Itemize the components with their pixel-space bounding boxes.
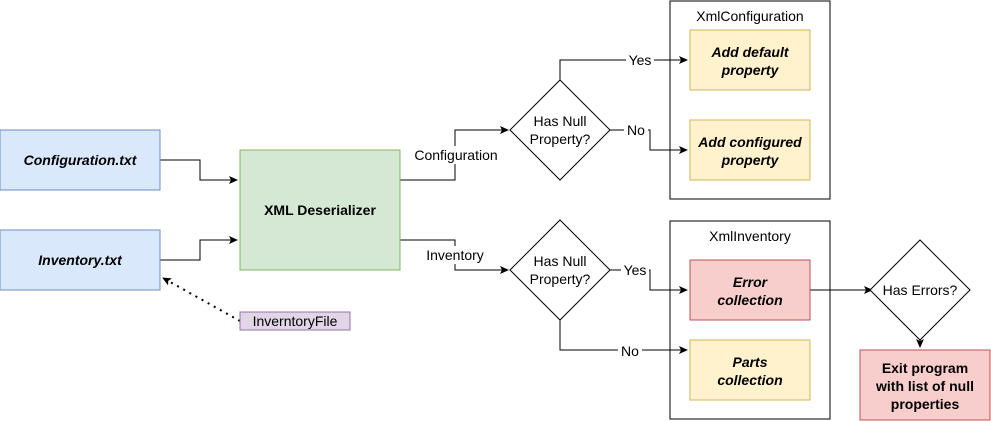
error-collection-line2: collection [717,292,782,308]
decision-inventory-line2: Property? [530,271,591,287]
exit-program-line3: properties [891,396,960,412]
decision-inventory [509,219,611,321]
inventory-file-note [239,311,351,331]
inventory-file-label: InverntoryFile [253,313,338,329]
decision-config-line1: Has Null [534,113,587,129]
edge-inventory-to-deserializer [160,236,238,261]
add-configured-property-line1: Add configured [697,134,802,150]
error-collection-line1: Error [733,274,769,290]
exit-program-line2: with list of null [875,378,974,394]
edge-label-inventory-no: No [621,343,639,359]
xml-deserializer-box [239,149,401,271]
configuration-txt-label: Configuration.txt [24,152,138,168]
parts-collection-box [689,339,811,401]
edge-inventory-no [559,320,688,354]
add-default-property-line2: property [721,62,780,78]
inventory-txt-box [0,229,161,291]
decision-has-errors [869,239,971,341]
edge-label-inventory: Inventory [426,247,484,263]
exit-program-line1: Exit program [882,360,968,376]
exit-program-box [859,349,991,421]
error-collection-box [689,259,811,321]
has-errors-label: Has Errors? [883,282,958,298]
add-configured-property-box [689,119,811,181]
xml-configuration-title: XmlConfiguration [696,8,803,24]
xml-deserializer-label: XML Deserializer [264,202,376,218]
edge-config-to-deserializer [160,159,238,184]
decision-config [509,79,611,181]
add-default-property-line1: Add default [711,44,790,60]
decision-inventory-line1: Has Null [534,253,587,269]
parts-collection-line1: Parts [732,354,767,370]
edge-label-config-no: No [627,122,645,138]
edge-label-inventory-yes: Yes [624,262,647,278]
add-default-property-box [689,29,811,91]
edge-inventory-file-dotted [162,277,241,322]
edge-config-yes [559,56,688,80]
edge-label-configuration: Configuration [414,147,497,163]
add-configured-property-line2: property [721,152,780,168]
decision-config-line2: Property? [530,131,591,147]
edge-label-config-yes: Yes [629,52,652,68]
parts-collection-line2: collection [717,372,782,388]
xml-inventory-title: XmlInventory [709,228,791,244]
configuration-txt-box [0,129,161,191]
inventory-txt-label: Inventory.txt [38,252,123,268]
